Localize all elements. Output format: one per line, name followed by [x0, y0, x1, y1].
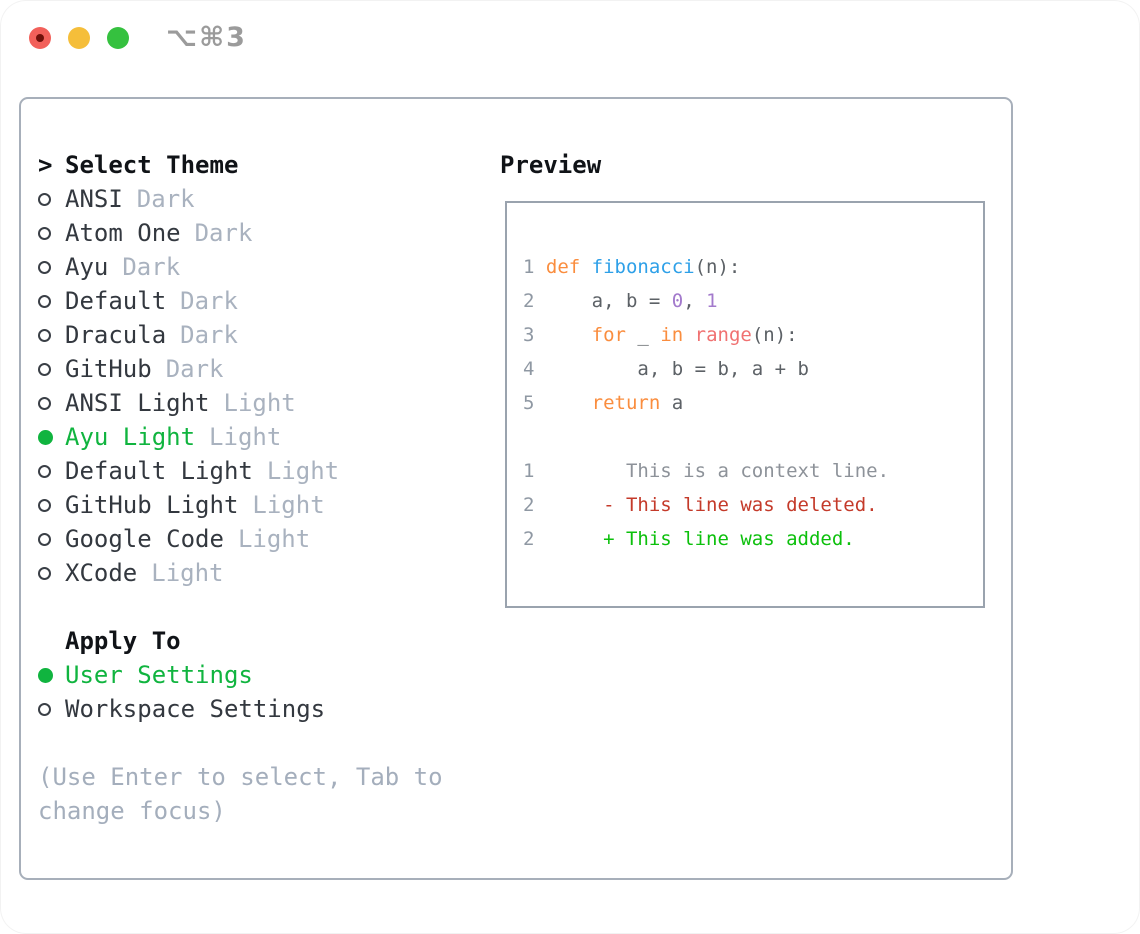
theme-variant: Light — [223, 389, 296, 417]
close-button[interactable] — [29, 27, 51, 49]
apply-to-list: User Settings Workspace Settings — [38, 658, 488, 726]
code-line: 5 return a — [523, 392, 684, 414]
theme-variant: Dark — [122, 253, 181, 281]
theme-option-github[interactable]: GitHub Dark — [38, 352, 488, 386]
code-line: 1 This is a context line. — [523, 460, 890, 482]
theme-variant: Dark — [165, 355, 224, 383]
theme-list: ANSI Dark Atom One Dark Ayu Dark Default… — [38, 182, 488, 590]
theme-name: ANSI — [65, 185, 123, 213]
theme-variant: Dark — [194, 219, 253, 247]
radio-icon — [38, 498, 65, 512]
radio-icon — [38, 464, 65, 478]
theme-option-github-light[interactable]: GitHub Light Light — [38, 488, 488, 522]
preview-box: 1 def fibonacci(n): 2 a, b = 0, 1 3 for _ … — [505, 201, 985, 608]
code-line: 1 def fibonacci(n): — [523, 256, 741, 278]
theme-variant: Dark — [180, 287, 238, 315]
theme-name: Dracula — [65, 321, 167, 349]
select-theme-header: > Select Theme — [38, 148, 488, 182]
theme-name: GitHub — [65, 355, 152, 383]
radio-icon — [38, 294, 65, 308]
theme-name: Atom One — [65, 219, 181, 247]
code-line — [523, 420, 983, 454]
theme-variant: Light — [209, 423, 282, 451]
theme-name: ANSI Light — [65, 389, 210, 417]
radio-icon — [38, 192, 65, 206]
radio-icon — [38, 226, 65, 240]
theme-option-google-code[interactable]: Google Code Light — [38, 522, 488, 556]
minimize-button[interactable] — [68, 27, 90, 49]
keyboard-hint: (Use Enter to select, Tab to change focu… — [38, 760, 488, 828]
theme-name: GitHub Light — [65, 491, 239, 519]
code-preview: 1 def fibonacci(n): 2 a, b = 0, 1 3 for _ … — [523, 250, 983, 556]
radio-icon — [38, 396, 65, 410]
radio-icon — [38, 532, 65, 546]
theme-variant: Light — [151, 559, 224, 587]
theme-option-ayu-light[interactable]: Ayu Light Light — [38, 420, 488, 454]
theme-option-xcode[interactable]: XCode Light — [38, 556, 488, 590]
apply-option-workspace-settings[interactable]: Workspace Settings — [38, 692, 488, 726]
theme-variant: Light — [252, 491, 325, 519]
apply-option-user-settings[interactable]: User Settings — [38, 658, 488, 692]
code-line: 4 a, b = b, a + b — [523, 358, 809, 380]
radio-icon — [38, 566, 65, 580]
theme-name: Google Code — [65, 525, 224, 553]
theme-option-atom-one[interactable]: Atom One Dark — [38, 216, 488, 250]
apply-to-header: Apply To — [38, 624, 488, 658]
option-label: Workspace Settings — [65, 695, 326, 723]
theme-list-column: > Select Theme ANSI Dark Atom One Dark A… — [38, 148, 488, 590]
theme-name: XCode — [65, 559, 138, 587]
theme-variant: Light — [266, 457, 340, 485]
hint-line-2: change focus) — [38, 797, 226, 825]
hint-line-1: (Use Enter to select, Tab to — [38, 763, 443, 791]
window-title: ⌥⌘3 — [166, 22, 247, 53]
title-bar: ⌥⌘3 — [0, 0, 1140, 76]
radio-icon — [38, 429, 65, 445]
option-label: User Settings — [65, 661, 253, 689]
code-line: 2 a, b = 0, 1 — [523, 290, 718, 312]
theme-name: Ayu Light — [65, 423, 196, 451]
theme-picker-panel: > Select Theme ANSI Dark Atom One Dark A… — [19, 97, 1013, 880]
zoom-button[interactable] — [107, 27, 129, 49]
theme-option-dracula[interactable]: Dracula Dark — [38, 318, 488, 352]
theme-name: Ayu — [65, 253, 109, 281]
theme-name: Default — [65, 287, 167, 315]
code-line: 2 + This line was added. — [523, 528, 855, 550]
traffic-lights — [29, 27, 129, 49]
preview-label: Preview — [500, 151, 602, 179]
radio-icon — [38, 328, 65, 342]
theme-name: Default Light — [65, 457, 253, 485]
theme-option-default[interactable]: Default Dark — [38, 284, 488, 318]
code-line: 3 for _ in range(n): — [523, 324, 798, 346]
code-line: 2 - This line was deleted. — [523, 494, 878, 516]
theme-option-ansi-light[interactable]: ANSI Light Light — [38, 386, 488, 420]
radio-icon — [38, 667, 65, 683]
theme-variant: Light — [237, 525, 311, 553]
theme-variant: Dark — [136, 185, 195, 213]
radio-icon — [38, 702, 65, 716]
select-theme-label: Select Theme — [65, 151, 239, 179]
apply-to-section: Apply To User Settings Workspace Setting… — [38, 624, 488, 726]
apply-to-label: Apply To — [65, 627, 181, 655]
theme-variant: Dark — [180, 321, 238, 349]
theme-option-default-light[interactable]: Default Light Light — [38, 454, 488, 488]
radio-icon — [38, 260, 65, 274]
theme-option-ayu[interactable]: Ayu Dark — [38, 250, 488, 284]
theme-option-ansi[interactable]: ANSI Dark — [38, 182, 488, 216]
radio-icon — [38, 362, 65, 376]
focus-cursor: > — [38, 151, 53, 179]
